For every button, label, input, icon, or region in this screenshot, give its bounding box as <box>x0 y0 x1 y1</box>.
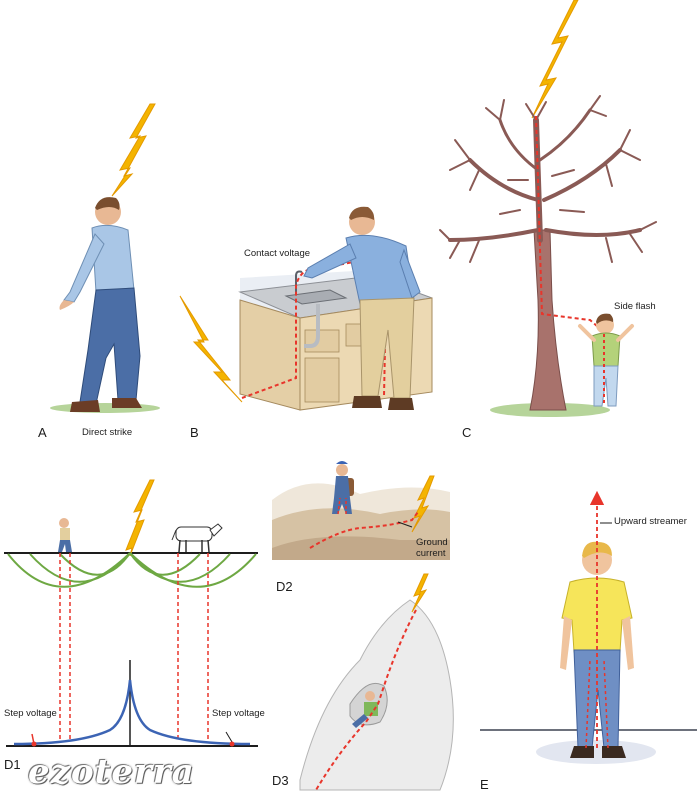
panel-e-letter: E <box>480 777 489 792</box>
lightning-bolt-icon <box>111 103 156 197</box>
person-arm <box>303 243 357 279</box>
lightning-bolt-icon <box>531 0 579 119</box>
panel-d3-figure <box>299 573 454 791</box>
person-trousers <box>593 365 619 407</box>
person-shirt <box>591 332 621 367</box>
equipotential-lines <box>7 552 257 588</box>
person-hair <box>349 206 375 220</box>
panel-d2-figure <box>272 461 450 560</box>
ground-current-caption-line1: Ground <box>416 537 448 548</box>
hillside-foreground <box>272 536 450 560</box>
side-flash-caption: Side flash <box>614 301 656 312</box>
panel-b-figure <box>179 206 433 411</box>
contact-voltage-caption: Contact voltage <box>244 248 311 259</box>
panel-e-figure <box>480 490 697 764</box>
person-shirt <box>364 702 378 716</box>
ground-current-pointer <box>397 521 413 528</box>
panel-c-letter: C <box>462 425 472 440</box>
shadow <box>536 740 656 764</box>
faucet <box>295 270 303 292</box>
panel-c-figure <box>439 0 657 417</box>
hiker-head <box>336 464 348 476</box>
watermark-logo: ezoterra <box>28 752 195 792</box>
person-head <box>59 518 69 528</box>
person-shirt <box>91 224 135 293</box>
step-voltage-right-caption: Step voltage <box>212 708 265 719</box>
direct-strike-caption: Direct strike <box>82 427 133 438</box>
hiker-jacket <box>334 476 350 498</box>
lightning-bolt-icon <box>411 573 429 613</box>
shoe-left <box>70 400 100 412</box>
step-arrow-right <box>225 731 233 743</box>
step-marker-right <box>229 741 235 747</box>
person-arm <box>622 616 634 670</box>
step-voltage-left-caption: Step voltage <box>4 708 57 719</box>
panel-d2-letter: D2 <box>276 579 293 594</box>
panel-a-figure <box>50 103 160 413</box>
shoe-left <box>352 396 382 408</box>
cabinet-side <box>239 299 301 411</box>
person-arm <box>560 616 572 670</box>
ground-current-caption-line2: current <box>416 548 446 559</box>
shoe-right <box>112 398 142 408</box>
grass-patch <box>50 403 160 413</box>
drain-pipe <box>304 304 320 348</box>
lightning-bolt-icon <box>179 295 243 403</box>
panel-d1-figure <box>4 479 258 747</box>
person-shirt <box>60 528 70 540</box>
panel-d1-letter: D1 <box>4 757 21 772</box>
lightning-bolt-icon <box>411 475 435 533</box>
person-arms <box>578 324 634 342</box>
current-path <box>315 609 417 791</box>
person-jeans <box>79 287 141 405</box>
person-hand <box>59 300 74 310</box>
person-legs <box>352 714 368 728</box>
panel-b-letter: B <box>190 425 199 440</box>
lightning-bolt-icon <box>125 479 155 557</box>
upward-streamer-caption: Upward streamer <box>614 516 687 527</box>
person-head <box>365 691 375 701</box>
person-jeans <box>58 540 72 552</box>
tree-trunk <box>529 229 567 411</box>
cow-figure <box>171 523 223 553</box>
voltage-curve <box>13 679 251 746</box>
shoe-right <box>388 398 414 410</box>
panel-d3-letter: D3 <box>272 773 289 788</box>
hiker-hat <box>336 461 348 464</box>
cabinet-drawer <box>304 329 340 353</box>
current-path-legs <box>585 659 609 749</box>
step-marker-left <box>31 741 37 747</box>
shoe-right <box>602 746 626 758</box>
current-through-legs <box>337 497 347 515</box>
step-voltage-guides <box>59 553 209 742</box>
person-hair <box>596 313 614 324</box>
hiker-trousers <box>332 498 352 514</box>
shoe-left <box>570 746 594 758</box>
cabinet-door <box>304 357 340 403</box>
person-hair <box>95 197 120 210</box>
panel-a-letter: A <box>38 425 47 440</box>
